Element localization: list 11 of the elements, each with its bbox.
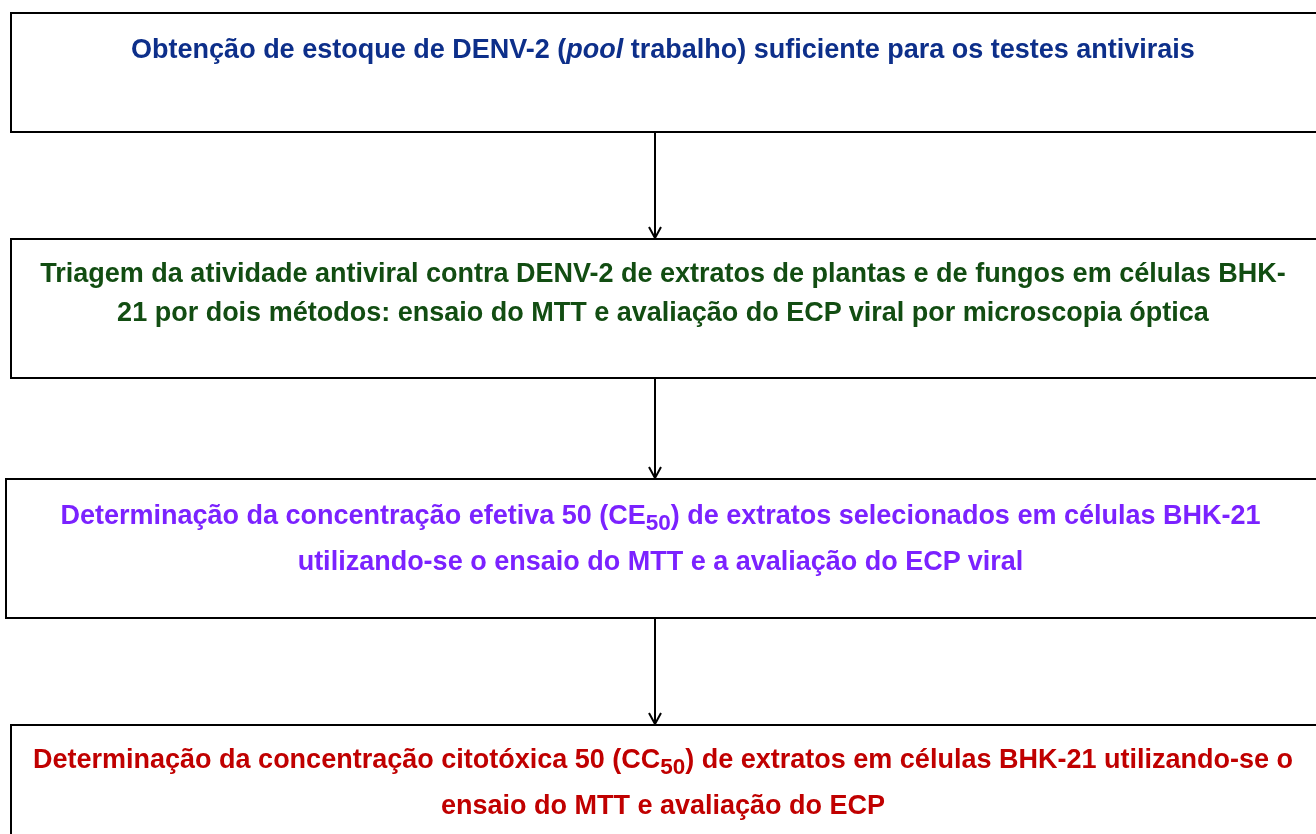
step-text: Triagem da atividade antiviral contra DENV-2 de extratos de plantas e de fungos em células BHK-21 por dois métodos: ensaio do MTT e avaliação do ECP viral por microscopia óptica xyxy=(39,257,1287,329)
step-text: Determinação da concentração citotóxica 50 (CC$_{50}$) de extratos em células BHK-21 utilizando-se o ensaio do MTT e avaliação do ECP xyxy=(32,743,1294,823)
arrow xyxy=(648,132,662,239)
process-box xyxy=(10,12,1316,133)
step-text: Determinação da concentração efetiva 50 (CE$_{50}$) de extratos selecionados em células BHK-21 utilizando-se o ensaio do MTT e a avaliação do ECP viral xyxy=(59,499,1262,579)
arrow xyxy=(648,378,662,479)
process-box xyxy=(10,724,1316,834)
process-box xyxy=(10,238,1316,379)
step-text: Obtenção de estoque de DENV-2 (pool trabalho) suficiente para os testes antivirais xyxy=(130,33,1196,66)
process-box xyxy=(5,478,1316,619)
arrow xyxy=(648,618,662,725)
